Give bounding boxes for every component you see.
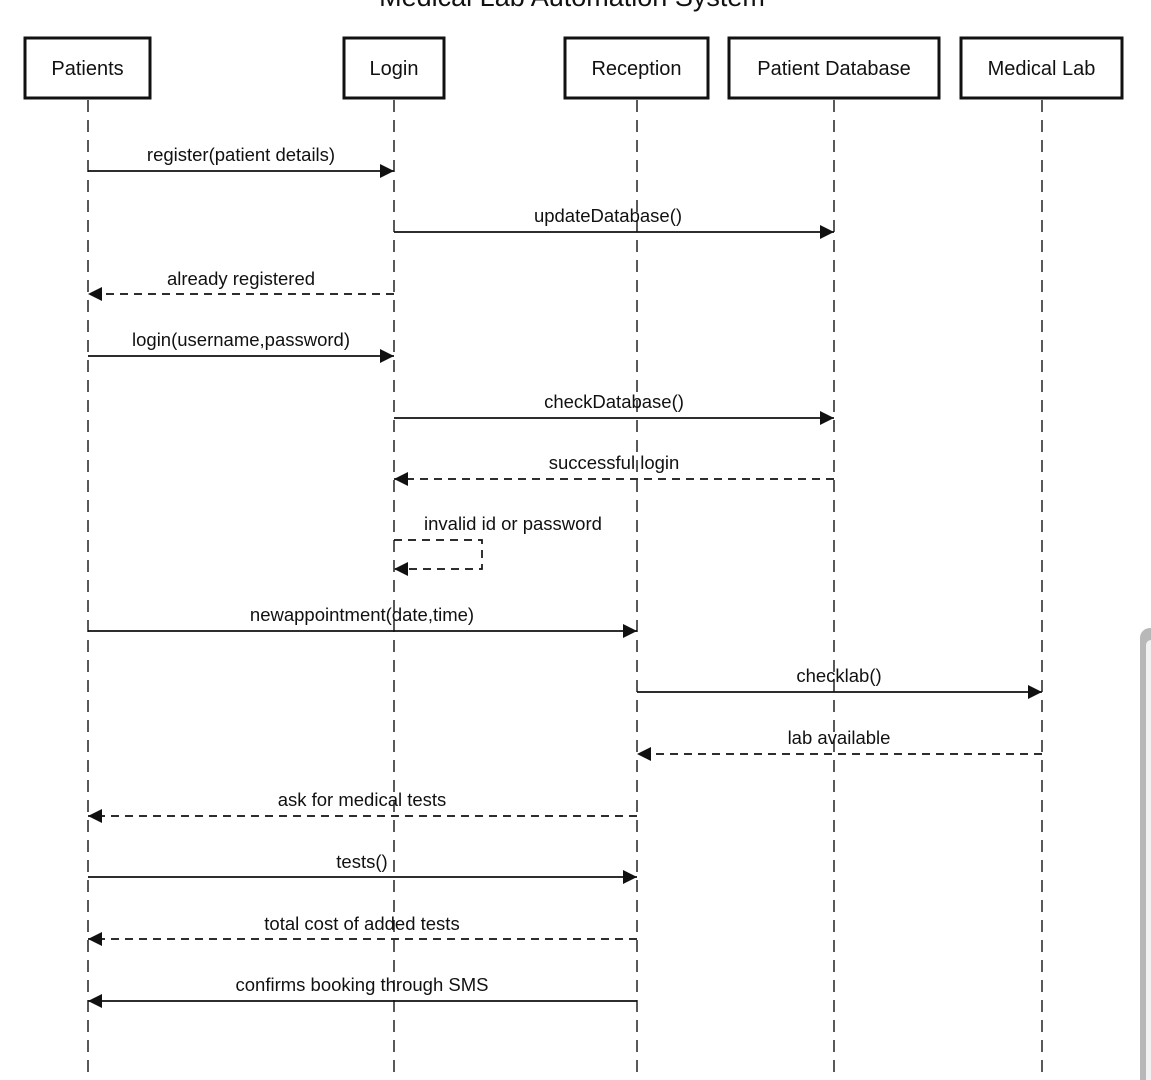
message-already-registered: already registered: [88, 268, 394, 301]
vertical-scrollbar[interactable]: [1140, 628, 1151, 1080]
message-label: newappointment(date,time): [250, 604, 474, 625]
message-label: total cost of added tests: [264, 913, 459, 934]
message-label: register(patient details): [147, 144, 335, 165]
actor-login: Login: [342, 36, 446, 100]
message-login: login(username,password): [88, 329, 394, 363]
diagram-title: Medical Lab Automation System: [379, 0, 765, 12]
message-ask-medical-tests: ask for medical tests: [88, 789, 637, 823]
message-check-database: checkDatabase(): [394, 391, 834, 425]
message-label: updateDatabase(): [534, 205, 682, 226]
message-label: checkDatabase(): [544, 391, 684, 412]
message-new-appointment: newappointment(date,time): [88, 604, 637, 638]
actor-medical-lab: Medical Lab: [959, 36, 1124, 100]
actor-reception: Reception: [563, 36, 710, 100]
message-label: lab available: [788, 727, 891, 748]
message-lab-available: lab available: [637, 727, 1042, 761]
message-successful-login: successful login: [394, 452, 834, 486]
actor-patients: Patients: [23, 36, 152, 100]
actor-patient-database: Patient Database: [727, 36, 941, 100]
actor-label: Patient Database: [757, 58, 910, 80]
actor-label: Medical Lab: [988, 58, 1096, 80]
message-label: already registered: [167, 268, 315, 289]
message-register: register(patient details): [88, 144, 394, 178]
message-label: successful login: [549, 452, 680, 473]
message-label: checklab(): [796, 665, 881, 686]
actor-label: Login: [370, 58, 419, 80]
actor-label: Patients: [51, 58, 123, 80]
message-update-database: updateDatabase(): [394, 205, 834, 239]
message-label: confirms booking through SMS: [236, 974, 489, 995]
message-label: invalid id or password: [424, 513, 602, 534]
message-label: ask for medical tests: [278, 789, 447, 810]
message-check-lab: checklab(): [637, 665, 1042, 699]
scrollbar-thumb[interactable]: [1146, 640, 1151, 1080]
message-total-cost: total cost of added tests: [88, 913, 637, 946]
message-tests: tests(): [88, 851, 637, 884]
message-confirms-booking: confirms booking through SMS: [88, 974, 637, 1008]
message-label: login(username,password): [132, 329, 350, 350]
message-label: tests(): [336, 851, 387, 872]
actor-label: Reception: [591, 58, 681, 80]
message-invalid-id-self: invalid id or password: [394, 513, 602, 576]
